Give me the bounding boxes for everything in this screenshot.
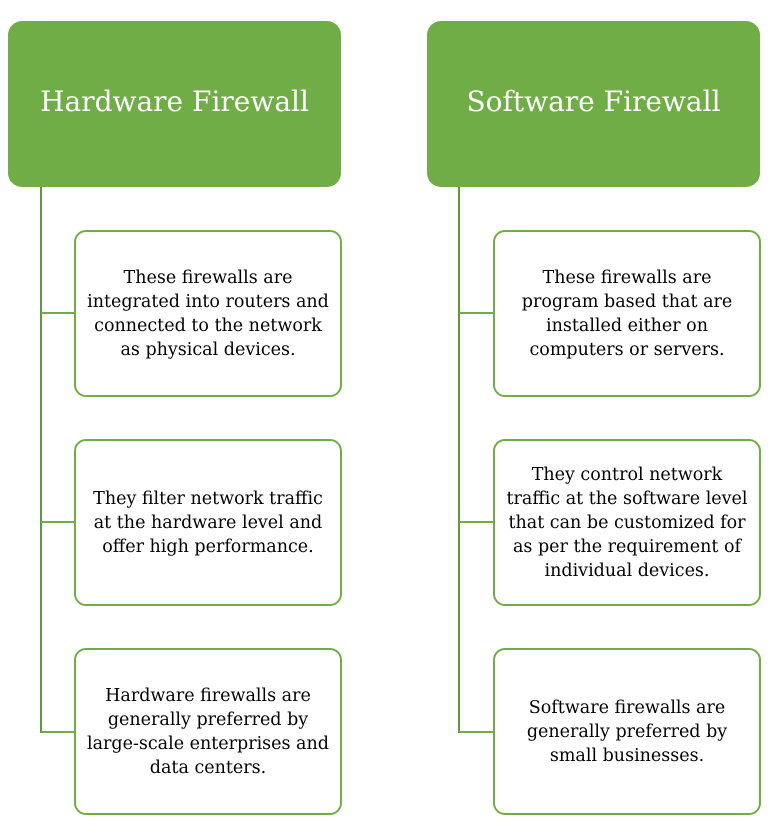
software-firewall-header: Software Firewall	[427, 21, 760, 187]
hardware-branch-3	[41, 731, 74, 733]
hardware-branch-1	[41, 312, 74, 314]
hardware-item-2: They filter network traffic at the hardw…	[74, 439, 342, 606]
software-item-2: They control network traffic at the soft…	[493, 439, 761, 606]
software-item-1: These firewalls are program based that a…	[493, 230, 761, 397]
software-branch-3	[459, 731, 493, 733]
software-connector-line	[458, 187, 460, 733]
hardware-firewall-header: Hardware Firewall	[8, 21, 341, 187]
hardware-item-3: Hardware firewalls are generally preferr…	[74, 648, 342, 815]
software-branch-2	[459, 521, 493, 523]
hardware-item-1: These firewalls are integrated into rout…	[74, 230, 342, 397]
software-branch-1	[459, 312, 493, 314]
software-item-3: Software firewalls are generally preferr…	[493, 648, 761, 815]
hardware-branch-2	[41, 521, 74, 523]
hardware-connector-line	[40, 187, 42, 733]
